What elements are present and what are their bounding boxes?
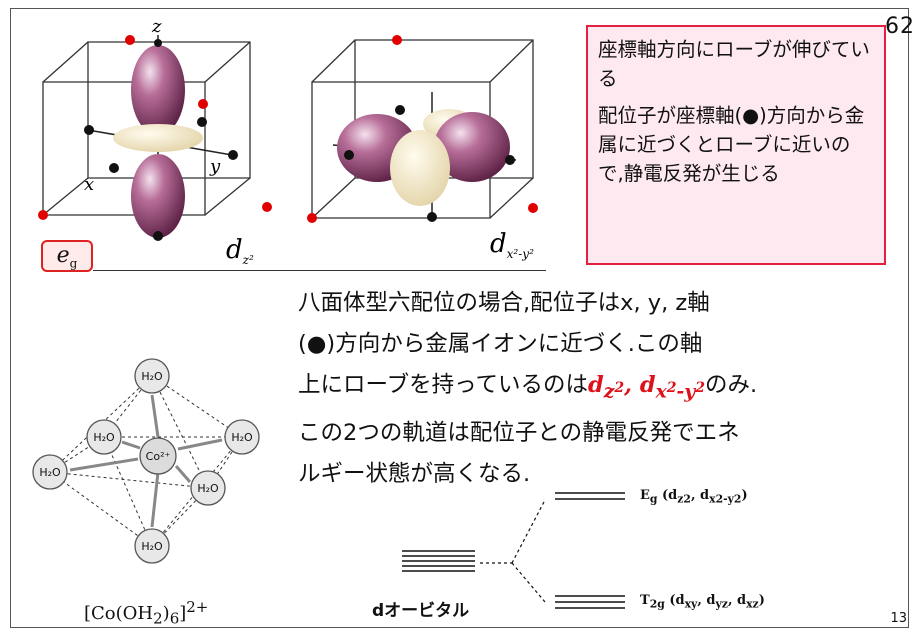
metal-label: Co²⁺ — [146, 450, 171, 463]
svg-text:dz²: dz² — [226, 235, 254, 267]
note-line2: 配位子が座標軸(●)方向から金属に近づくとローブに近いので,静電反発が生じる — [598, 104, 865, 185]
ligand-label: H₂O — [93, 431, 115, 444]
dx2y2-orbital — [332, 92, 517, 222]
red-dot — [307, 213, 317, 223]
main-line1: 八面体型六配位の場合,配位子はx, y, z軸 — [298, 290, 710, 316]
note-line1: 座標軸方向にローブが伸びている — [598, 38, 870, 90]
slide-number: 13 — [890, 611, 907, 626]
octahedral-complex: H₂O H₂O H₂O H₂O H₂O H₂O Co²⁺ — [32, 358, 260, 564]
red-dot — [262, 202, 272, 212]
axis-z-label: z — [151, 16, 162, 37]
ligand-label: H₂O — [197, 482, 219, 495]
red-dot — [392, 35, 402, 45]
dz2-label: d — [226, 235, 243, 265]
main-line3: 上にローブを持っているのはdz2, dx2-y2のみ. — [298, 372, 758, 403]
red-dot — [38, 210, 48, 220]
axis-y-label: y — [209, 156, 221, 177]
ligand-label: H₂O — [231, 431, 253, 444]
t2g-level-label: T2g (dxy, dyz, dxz) — [640, 593, 765, 611]
svg-text:dx²-y²: dx²-y² — [490, 229, 534, 261]
dz2-orbital — [84, 35, 238, 241]
main-text: 八面体型六配位の場合,配位子はx, y, z軸 (●)方向から金属イオンに近づく… — [298, 283, 898, 495]
ligand-label: H₂O — [141, 540, 163, 553]
dz2-sub: z² — [242, 253, 254, 267]
dx2y2-label: d — [490, 229, 507, 259]
energy-connectors — [480, 499, 546, 603]
red-dot — [198, 99, 208, 109]
ligand-label: H₂O — [39, 466, 61, 479]
energy-diagram — [402, 492, 625, 609]
slide-frame — [10, 8, 909, 628]
eg-level-label: Eg (dz2, dx2-y2) — [640, 488, 748, 506]
main-line5: ルギー状態が高くなる. — [298, 460, 531, 487]
note-box: 座標軸方向にローブが伸びている 配位子が座標軸(●)方向から金属に近づくとローブ… — [586, 25, 886, 265]
eg-badge: eg — [41, 240, 93, 272]
main-line2: (●)方向から金属イオンに近づく.この軸 — [298, 331, 703, 357]
divider — [93, 270, 546, 271]
axis-x-label: x — [84, 174, 94, 195]
d-orbital-label: dオービタル — [372, 601, 470, 621]
red-dot — [528, 203, 538, 213]
complex-formula: [Co(OH2)6]2+ — [84, 598, 209, 628]
main-line4: この2つの軌道は配位子との静電反発でエネ — [298, 419, 740, 446]
red-dot — [125, 35, 135, 45]
page-number: 62 — [885, 14, 915, 39]
dx2y2-sub: x²-y² — [507, 247, 534, 261]
ligand-label: H₂O — [141, 370, 163, 383]
